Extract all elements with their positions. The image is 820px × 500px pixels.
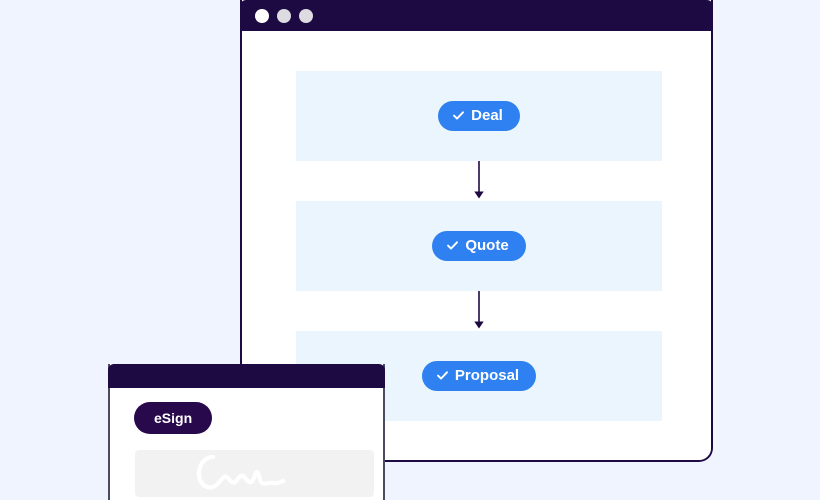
flow-step-quote: Quote xyxy=(296,201,662,291)
quote-badge-label: Quote xyxy=(465,237,509,254)
flow-connector-deal-quote xyxy=(296,161,662,201)
esign-window-titlebar[interactable] xyxy=(108,364,385,388)
esign-window: eSign xyxy=(108,364,385,500)
esign-badge[interactable]: eSign xyxy=(134,402,213,434)
signature-field[interactable] xyxy=(135,450,374,497)
minimize-dot[interactable] xyxy=(277,8,291,23)
proposal-badge[interactable]: Proposal xyxy=(421,361,537,391)
flow-connector-quote-proposal xyxy=(296,291,662,331)
check-icon xyxy=(436,369,449,382)
check-icon xyxy=(452,109,465,122)
proposal-badge-label: Proposal xyxy=(454,367,520,384)
quote-badge[interactable]: Quote xyxy=(432,231,526,261)
deal-badge-label: Deal xyxy=(471,107,503,124)
esign-badge-label: eSign xyxy=(154,410,193,426)
main-window-titlebar[interactable] xyxy=(240,0,713,31)
maximize-dot[interactable] xyxy=(299,8,313,23)
deal-flow-diagram: Deal Quote xyxy=(296,71,662,421)
signature-scribble-icon xyxy=(196,454,286,490)
flow-step-deal: Deal xyxy=(296,71,662,161)
deal-badge[interactable]: Deal xyxy=(438,101,520,131)
arrow-down-icon xyxy=(474,161,484,199)
arrow-down-icon xyxy=(474,291,484,329)
close-dot[interactable] xyxy=(255,8,269,23)
check-icon xyxy=(446,239,459,252)
esign-window-body: eSign xyxy=(110,388,383,500)
